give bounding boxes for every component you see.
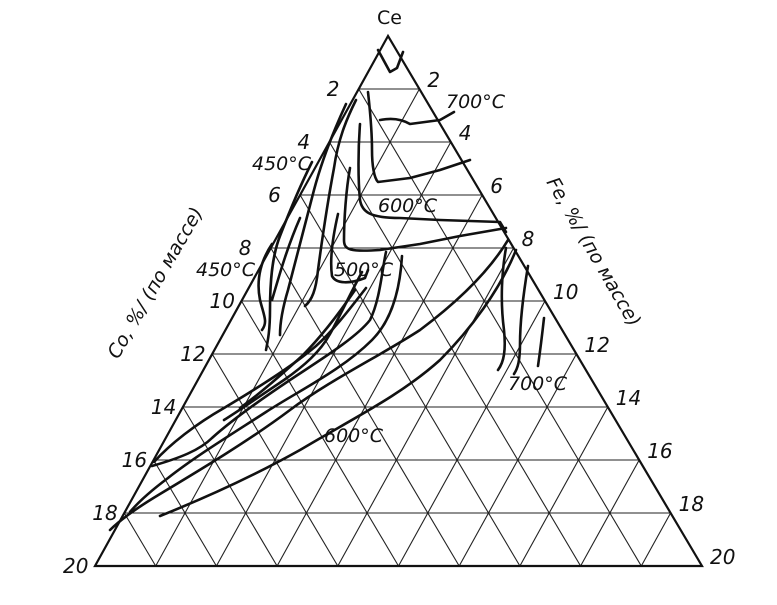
right-tick-label: 12 xyxy=(584,333,609,357)
right-tick-label: 10 xyxy=(553,280,578,304)
temp-label-450-upper: 450°C xyxy=(252,153,312,175)
left-tick-label: 16 xyxy=(122,448,147,472)
isotherm-450-a xyxy=(303,98,358,308)
isotherm-700-upper xyxy=(378,110,456,126)
isotherm-left-2 xyxy=(257,242,274,332)
isotherm-left-1 xyxy=(264,160,314,352)
left-axis-title: Co, %/ (по массе) xyxy=(103,203,208,362)
left-tick-label: 4 xyxy=(297,130,310,154)
isotherm-500 xyxy=(342,166,508,252)
right-tick-label: 14 xyxy=(616,386,641,410)
isotherm-long-2 xyxy=(158,248,518,518)
isotherm-700-right-2 xyxy=(512,264,530,376)
grid-line xyxy=(276,194,483,567)
isotherm-450-b xyxy=(278,102,348,337)
left-tick-label: 12 xyxy=(180,342,205,366)
isotherm-600-upper xyxy=(366,90,472,184)
right-tick-label: 4 xyxy=(459,121,472,145)
right-tick-labels: 2 4 6 8 10 12 14 16 18 20 xyxy=(427,68,735,569)
isotherm-curves xyxy=(108,48,546,532)
temp-label-700-right: 700°C xyxy=(508,373,568,395)
temp-label-450-lower: 450°C xyxy=(196,259,256,281)
right-tick-label: 18 xyxy=(679,492,704,516)
left-tick-label: 6 xyxy=(268,183,281,207)
isotherm-wide-2 xyxy=(152,286,368,464)
right-axis-title: Fe, %/ (по массе) xyxy=(542,174,645,331)
grid-line xyxy=(155,88,420,567)
right-tick-label: 20 xyxy=(710,545,735,569)
grid-line xyxy=(358,88,642,567)
grid-line xyxy=(640,512,672,567)
grid-line xyxy=(299,194,521,567)
left-tick-label: 8 xyxy=(239,236,252,260)
isotherm-upper-diagonal xyxy=(150,250,388,468)
triangular-grid-lines xyxy=(123,88,672,567)
isotherm-700-top xyxy=(376,48,405,74)
temp-label-600-lower: 600°C xyxy=(324,425,384,447)
temp-label-700-top: 700°C xyxy=(446,91,506,113)
vertex-label-ce: Ce xyxy=(377,7,402,29)
isotherm-700-right-3 xyxy=(536,316,546,368)
temp-label-500: 500°C xyxy=(334,259,394,281)
left-tick-labels: 2 4 6 8 10 12 14 16 18 20 xyxy=(63,77,339,578)
left-tick-label: 20 xyxy=(63,554,88,578)
left-tick-label: 14 xyxy=(151,395,176,419)
grid-line xyxy=(398,300,546,567)
grid-line xyxy=(123,512,157,567)
temp-label-600-upper: 600°C xyxy=(378,195,438,217)
right-tick-label: 8 xyxy=(522,227,535,251)
isotherm-700-right-1 xyxy=(496,246,508,372)
left-tick-label: 2 xyxy=(327,77,340,101)
right-tick-label: 6 xyxy=(490,174,503,198)
left-tick-label: 10 xyxy=(210,289,235,313)
right-tick-label: 16 xyxy=(647,439,672,463)
isotherm-long-1 xyxy=(108,238,510,532)
left-tick-label: 18 xyxy=(92,501,117,525)
grid-line xyxy=(519,406,609,567)
triangle-frame xyxy=(93,33,704,568)
isotherm-600-mid xyxy=(357,122,508,234)
isotherm-wide-1 xyxy=(128,254,404,514)
isotherm-left-3 xyxy=(270,216,302,302)
isotherm-wide-4 xyxy=(238,288,357,410)
right-tick-label: 2 xyxy=(427,68,440,92)
